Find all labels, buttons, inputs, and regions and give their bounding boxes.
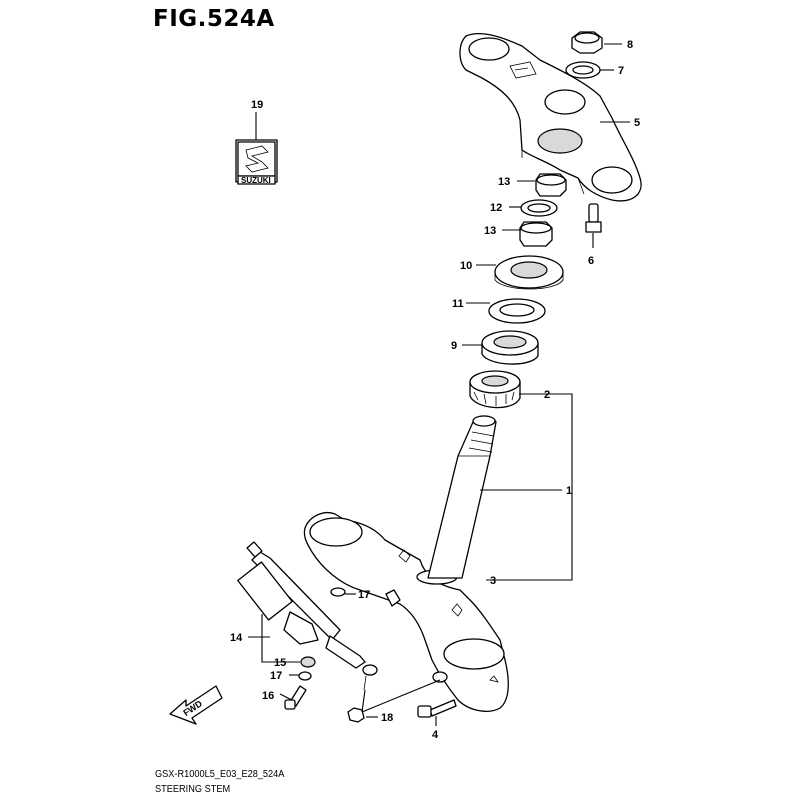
part-11-seal[interactable] <box>488 298 546 324</box>
callout-19: 19 <box>251 99 263 111</box>
part-5-upper-bracket[interactable] <box>459 32 642 202</box>
part-bracket-stopper[interactable] <box>385 589 401 607</box>
fwd-arrow: FWD <box>169 685 223 725</box>
callout-labels: 8 7 5 13 12 13 6 10 11 9 2 1 3 19 14 15 … <box>230 39 640 741</box>
part-7-washer[interactable] <box>565 61 601 79</box>
model-code: GSX-R1000L5_E03_E28_524A <box>155 769 285 780</box>
callout-2: 2 <box>544 389 550 401</box>
part-14-steering-damper[interactable] <box>237 541 378 691</box>
callout-10: 10 <box>460 260 472 272</box>
part-1-steering-stem[interactable] <box>427 415 497 579</box>
part-lower-bracket[interactable] <box>303 512 509 712</box>
part-19-emblem[interactable]: SUZUKI <box>235 139 278 185</box>
part-10-dust-seal[interactable] <box>494 255 564 290</box>
leader-lines <box>248 43 630 726</box>
callout-13-lower: 13 <box>484 225 496 237</box>
part-8-nut[interactable] <box>571 31 603 54</box>
callout-1: 1 <box>566 485 572 497</box>
part-13-locknut-lower[interactable] <box>519 221 553 247</box>
part-15-bushing[interactable] <box>300 656 316 668</box>
callout-4: 4 <box>432 729 439 741</box>
callout-18: 18 <box>381 712 393 724</box>
callout-6: 6 <box>588 255 594 267</box>
part-17-washer-upper[interactable] <box>330 587 346 597</box>
part-12-washer[interactable] <box>520 199 558 217</box>
part-17-washer-lower[interactable] <box>298 671 312 681</box>
callout-17-lower: 17 <box>270 670 282 682</box>
figure-title: FIG.524A <box>153 6 275 32</box>
callout-15: 15 <box>274 657 286 669</box>
callout-16: 16 <box>262 690 274 702</box>
callout-14: 14 <box>230 632 243 644</box>
part-2-bearing[interactable] <box>469 370 521 409</box>
callout-12: 12 <box>490 202 502 214</box>
callout-3: 3 <box>490 575 496 587</box>
callout-5: 5 <box>634 117 640 129</box>
callout-8: 8 <box>627 39 633 51</box>
part-4-bolt[interactable] <box>417 699 457 718</box>
part-13-locknut-upper[interactable] <box>535 173 567 197</box>
callout-13-upper: 13 <box>498 176 510 188</box>
callout-17-upper: 17 <box>358 589 370 601</box>
callout-9: 9 <box>451 340 457 352</box>
emblem-logo-text: SUZUKI <box>241 176 271 185</box>
section-name: STEERING STEM <box>155 784 231 795</box>
callout-11: 11 <box>452 298 464 310</box>
part-18-nut[interactable] <box>347 707 365 723</box>
part-6-bolt[interactable] <box>585 203 602 233</box>
part-9-bearing[interactable] <box>481 330 539 365</box>
callout-7: 7 <box>618 65 624 77</box>
part-16-bolt[interactable] <box>284 685 307 710</box>
